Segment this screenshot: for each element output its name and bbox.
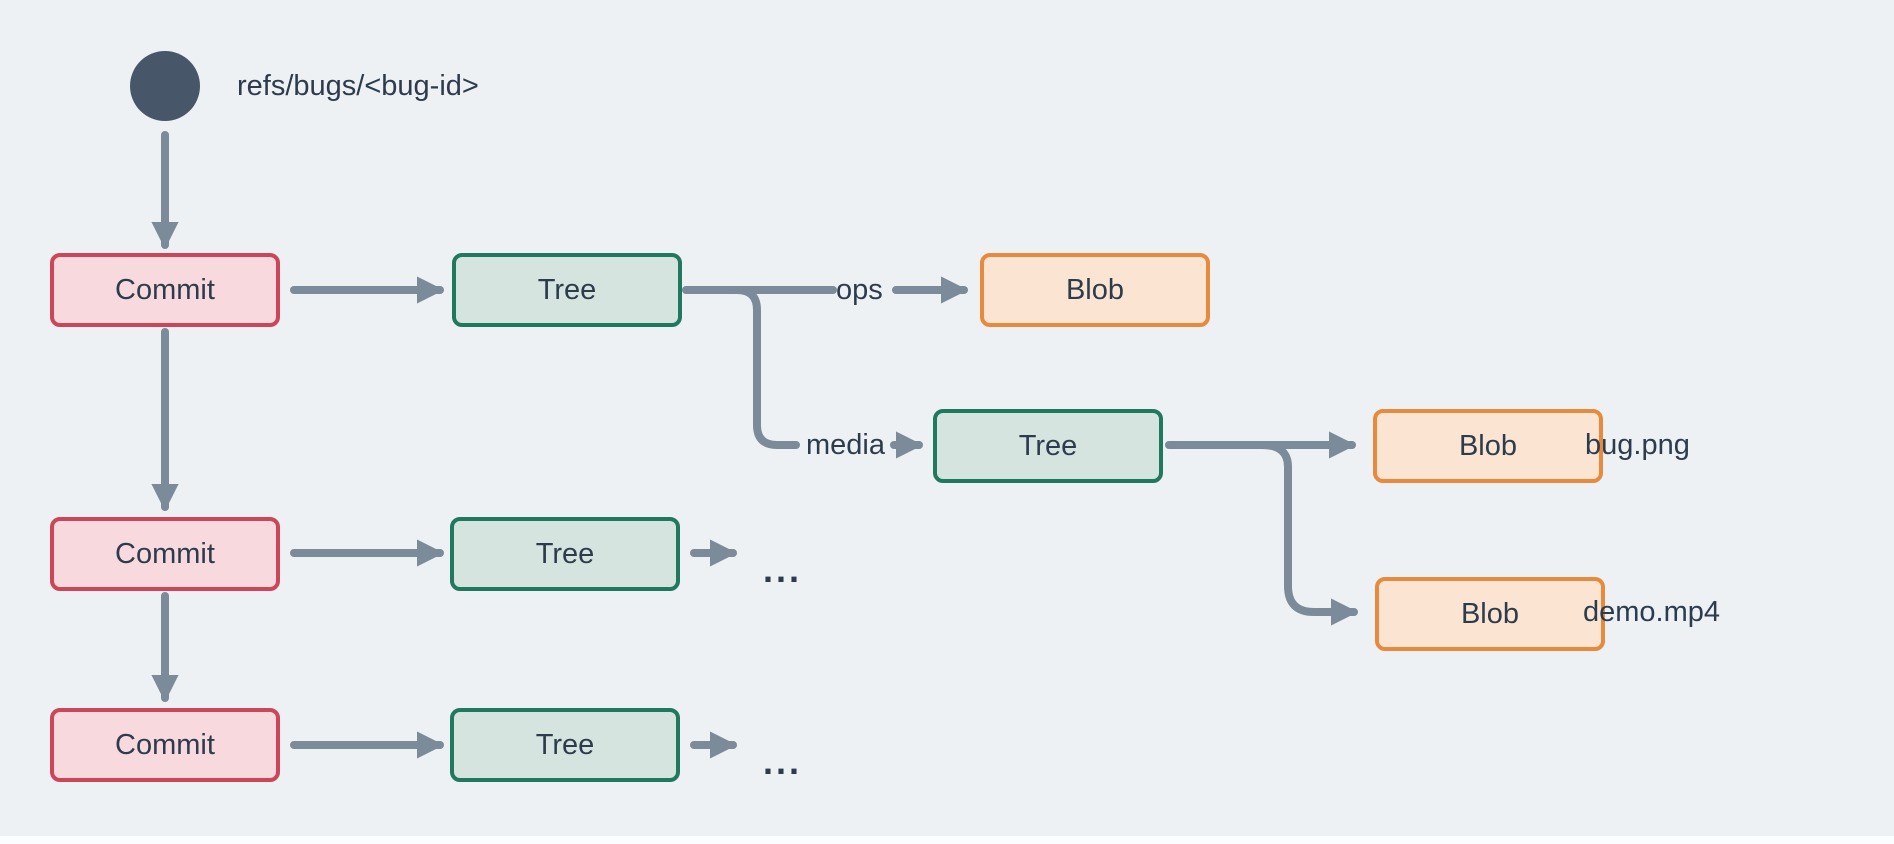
node-tree-media: Tree: [933, 409, 1163, 483]
node-label: Blob: [1460, 597, 1520, 630]
file-label-bug-png: bug.png: [1585, 429, 1690, 461]
edge-mediatree-branch-blob-demo: [1258, 441, 1359, 626]
node-blob-ops: Blob: [980, 253, 1210, 327]
node-label: Tree: [1018, 429, 1078, 462]
node-tree-commit3: Tree: [450, 708, 680, 782]
node-label: Commit: [115, 537, 215, 570]
node-tree-commit2: Tree: [450, 517, 680, 591]
node-label: Blob: [1458, 429, 1518, 462]
node-commit-3: Commit: [50, 708, 280, 782]
ellipsis-tree3: ...: [763, 741, 803, 782]
node-blob-bug-png: Blob: [1373, 409, 1603, 483]
edge-label-ops: ops: [836, 274, 883, 306]
file-label-demo-mp4: demo.mp4: [1583, 596, 1721, 628]
node-label: Tree: [535, 537, 595, 570]
bottom-edge-strip: [0, 836, 1894, 844]
node-label: Commit: [115, 728, 215, 761]
node-tree-root: Tree: [452, 253, 682, 327]
edge-tree1-branch-media: [733, 286, 800, 449]
node-label: Tree: [537, 273, 597, 306]
ellipsis-tree2: ...: [763, 549, 803, 590]
node-commit-1: Commit: [50, 253, 280, 327]
ref-head-circle-icon: [130, 51, 200, 121]
node-label: Commit: [115, 273, 215, 306]
node-label: Tree: [535, 728, 595, 761]
node-commit-2: Commit: [50, 517, 280, 591]
ref-label: refs/bugs/<bug-id>: [237, 70, 479, 102]
node-label: Blob: [1065, 273, 1125, 306]
node-blob-demo-mp4: Blob: [1375, 577, 1605, 651]
edge-label-media: media: [806, 429, 885, 461]
